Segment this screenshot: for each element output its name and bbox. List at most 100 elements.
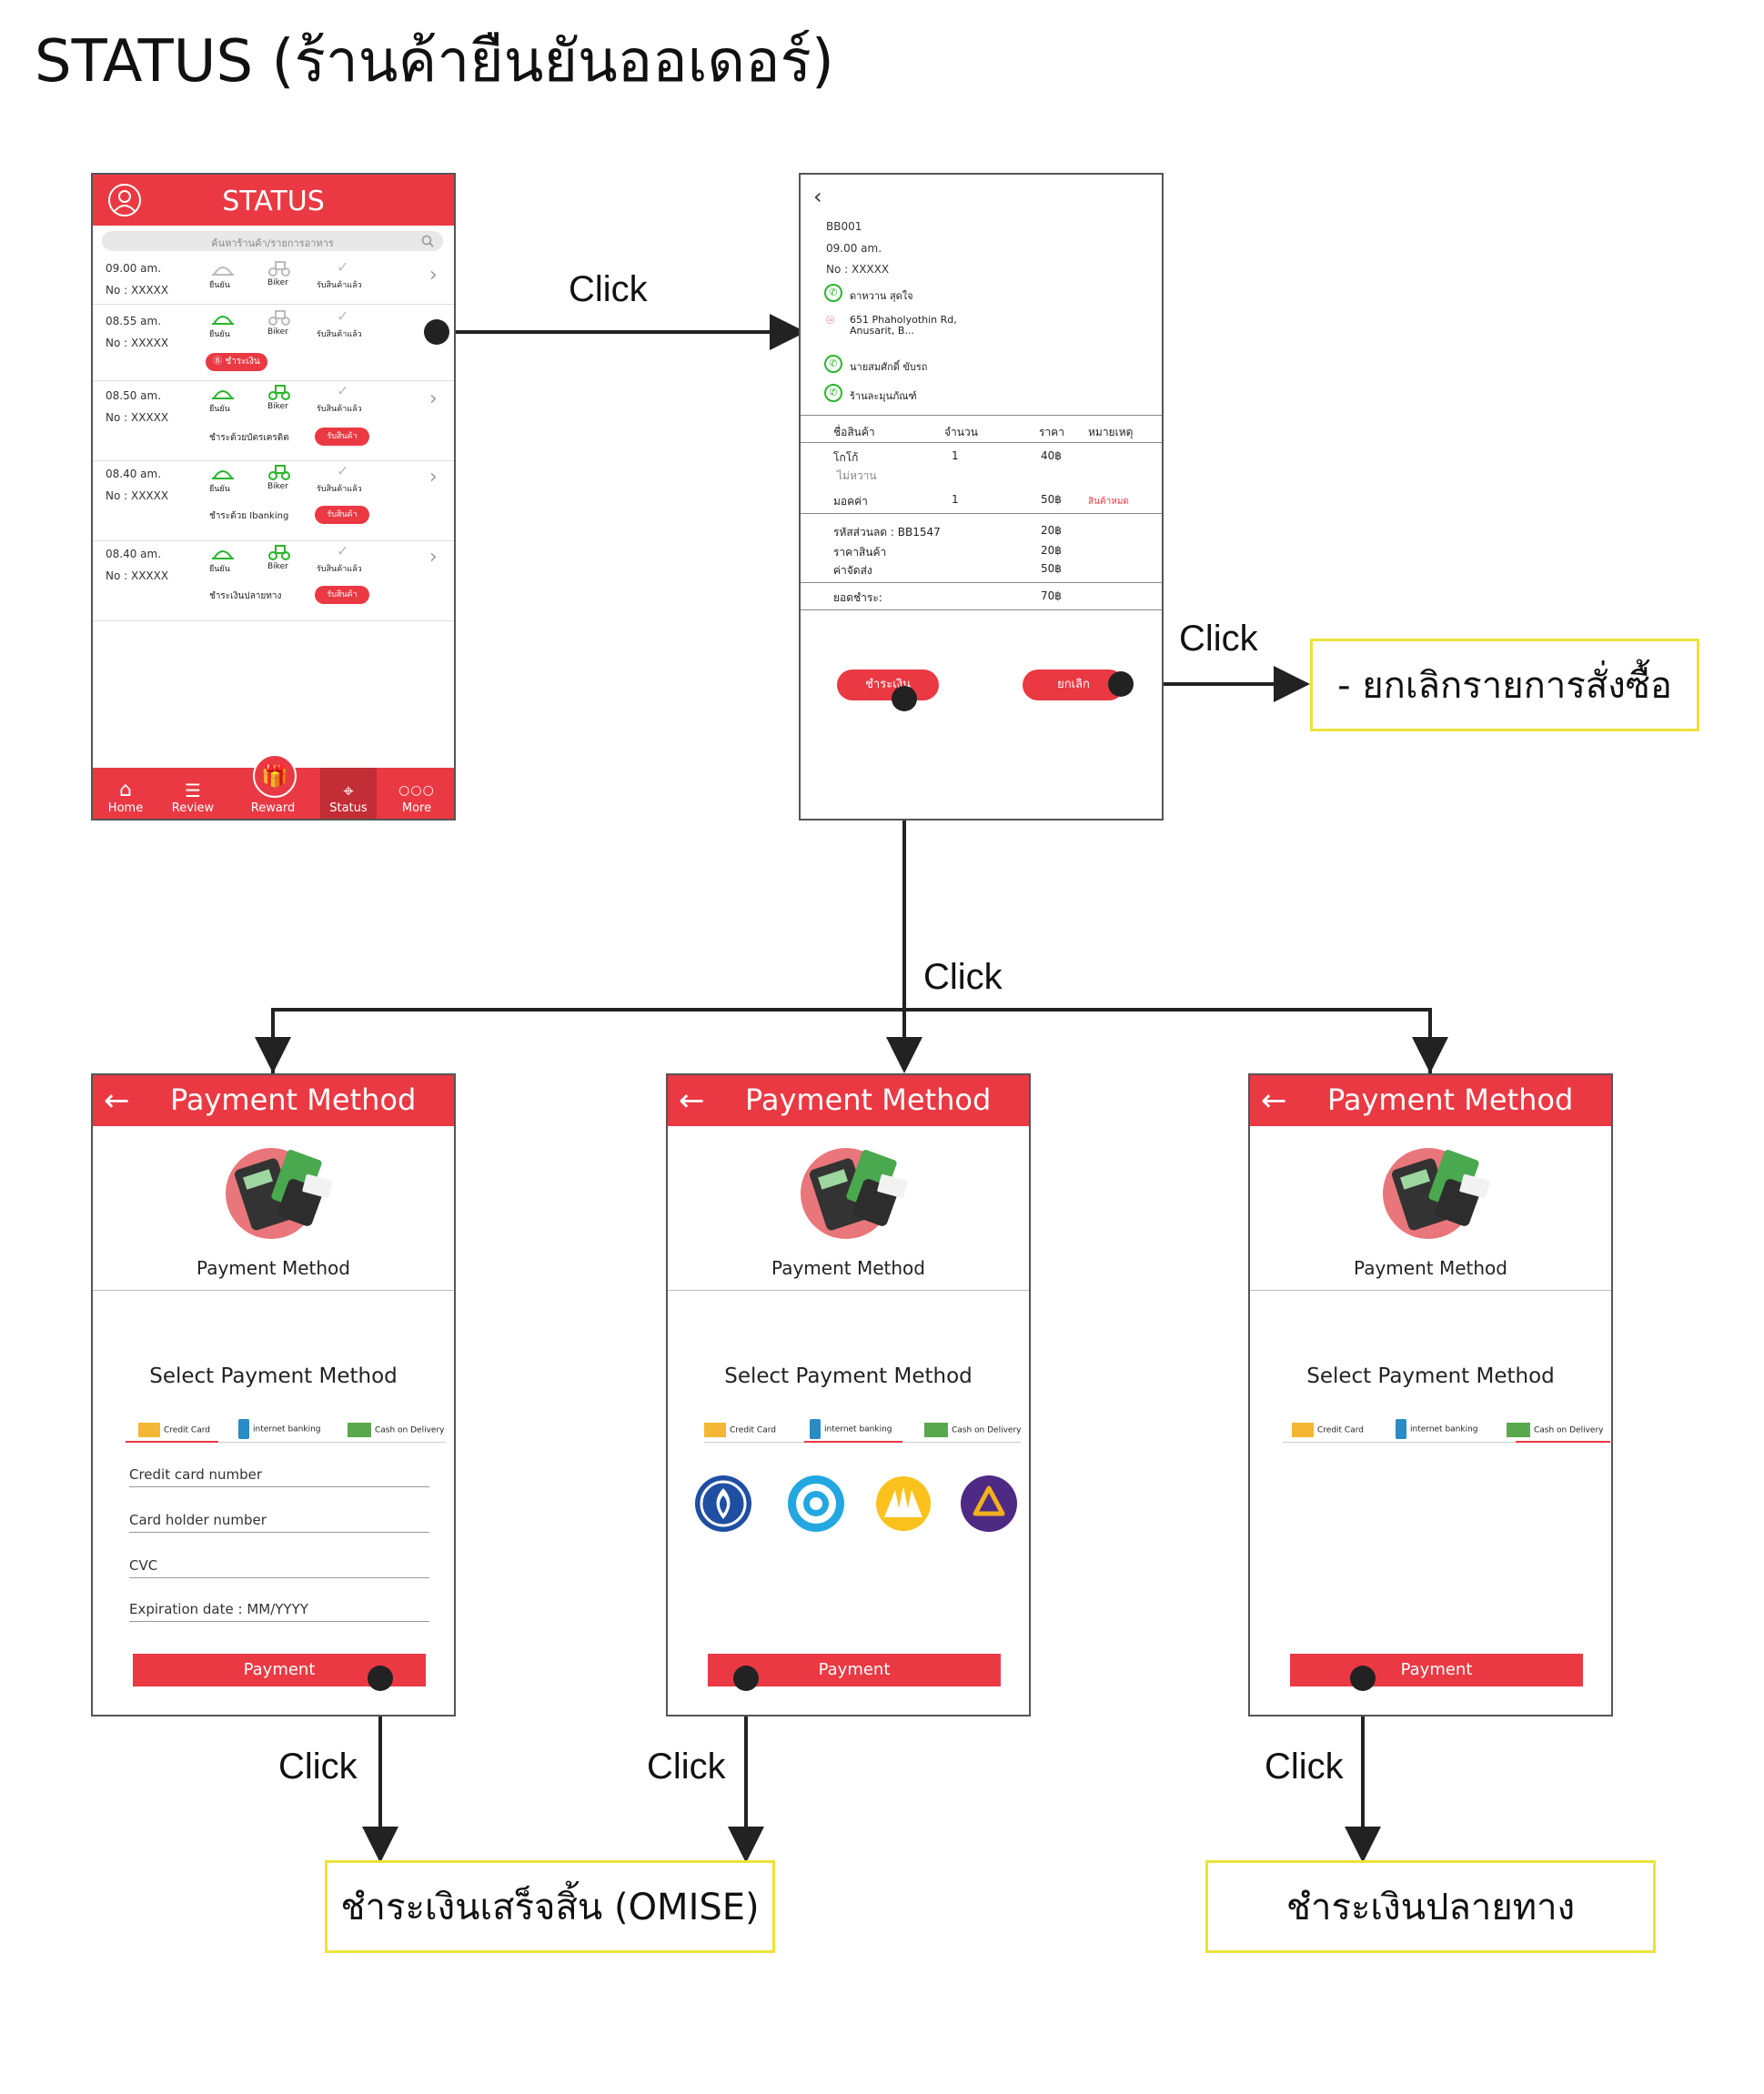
nav-review-label: Review [171, 801, 215, 815]
tab-active-indicator [1516, 1441, 1610, 1443]
search-icon [421, 235, 434, 247]
click-point [733, 1666, 759, 1691]
biker-icon [268, 385, 290, 400]
total-value: 70฿ [1041, 589, 1062, 602]
order-row[interactable]: 08.40 am. No : XXXXX ยืนยัน Biker ✓ รับส… [93, 462, 454, 540]
step-biker-label: Biker [267, 562, 288, 571]
col-header-qty: จำนวน [944, 426, 978, 438]
bangkok-bank-logo[interactable] [695, 1475, 751, 1532]
credit-card-number-field[interactable]: Credit card number [129, 1466, 429, 1487]
nav-more[interactable]: ○○○ More [389, 780, 444, 815]
discount-value: 20฿ [1041, 524, 1062, 537]
confirm-icon [212, 390, 234, 399]
back-arrow-icon[interactable]: ← [1261, 1082, 1287, 1119]
tab-internet-banking[interactable]: internet banking [238, 1419, 321, 1439]
cash-icon [924, 1423, 948, 1437]
cancel-button[interactable]: ยกเลิก [1023, 669, 1124, 700]
order-time: 08.40 am. [106, 548, 162, 560]
tab-cash-on-delivery[interactable]: Cash on Delivery [1507, 1423, 1603, 1437]
step-confirm-label: ยืนยัน [209, 405, 230, 414]
nav-more-label: More [401, 801, 432, 815]
payment-note: ชำระเงินปลายทาง [209, 591, 282, 601]
card-holder-field[interactable]: Card holder number [129, 1512, 429, 1533]
confirm-icon [212, 550, 234, 559]
expiration-date-field[interactable]: Expiration date : MM/YYYY [129, 1601, 429, 1622]
click-label: Click [923, 957, 1003, 997]
address-line: 651 Phaholyothin Rd, [850, 314, 957, 326]
tab-cash-on-delivery[interactable]: Cash on Delivery [924, 1423, 1021, 1437]
order-time: 09.00 am. [106, 262, 162, 275]
payment-screen-internet-banking: ← Payment Method Payment Method Select P… [666, 1073, 1031, 1716]
click-label: Click [1265, 1747, 1344, 1787]
item-qty: 1 [952, 449, 959, 462]
search-placeholder: ค้นหาร้านค้า/รายการอาหาร [211, 237, 334, 249]
bank-logo-icon [973, 1485, 1005, 1516]
confirm-icon [212, 316, 234, 325]
biker-icon [268, 465, 290, 480]
chevron-right-icon: › [429, 546, 438, 569]
click-point [1108, 671, 1134, 697]
arrow-branch [271, 1008, 1432, 1073]
krungsri-bank-logo[interactable] [875, 1475, 932, 1532]
nav-status[interactable]: ⌖ Status [321, 780, 376, 815]
item-name: มอคค่า [833, 495, 868, 508]
tab-credit-card[interactable]: Credit Card [704, 1423, 776, 1437]
tab-label: Credit Card [730, 1425, 776, 1435]
click-label: Click [278, 1747, 358, 1787]
order-row[interactable]: 08.40 am. No : XXXXX ยืนยัน Biker ✓ รับส… [93, 542, 454, 620]
tab-cash-on-delivery[interactable]: Cash on Delivery [348, 1423, 444, 1437]
bank-logo-icon [796, 1484, 836, 1524]
click-label: Click [569, 269, 648, 309]
gift-icon: 🎁 [253, 754, 297, 798]
back-arrow-icon[interactable]: ← [679, 1082, 705, 1119]
check-icon: ✓ [337, 382, 349, 399]
order-row[interactable]: 08.55 am. No : XXXXX ยืนยัน Biker ✓ รับส… [93, 306, 454, 380]
back-chevron-icon[interactable]: ‹ [813, 184, 822, 209]
payment-note: ชำระด้วย Ibanking [209, 511, 289, 521]
customer-name: ดาหวาน สุดใจ [850, 290, 913, 302]
search-bar[interactable]: ค้นหาร้านค้า/รายการอาหาร [102, 231, 443, 251]
order-number: No : XXXXX [106, 411, 169, 424]
nav-reward[interactable]: 🎁 Reward [246, 754, 300, 815]
order-time: 08.50 am. [106, 389, 162, 402]
pay-button[interactable]: Ⓑ ชำระเงิน [206, 353, 267, 371]
item-remark: สินค้าหมด [1088, 497, 1129, 507]
order-row[interactable]: 08.50 am. No : XXXXX ยืนยัน Biker ✓ รับส… [93, 382, 454, 460]
payment-button[interactable]: Payment [1290, 1654, 1583, 1686]
received-button[interactable]: รับสินค้า [315, 506, 369, 524]
scb-bank-logo[interactable] [961, 1475, 1017, 1532]
profile-icon[interactable] [107, 183, 142, 217]
order-number: No : XXXXX [106, 569, 169, 582]
received-button[interactable]: รับสินค้า [315, 586, 369, 604]
tab-credit-card[interactable]: Credit Card [1292, 1423, 1364, 1437]
nav-home[interactable]: ⌂ Home [98, 780, 153, 816]
tab-label: Cash on Delivery [952, 1425, 1022, 1435]
payment-subtitle: Payment Method [1354, 1257, 1507, 1279]
order-id: BB001 [826, 220, 862, 233]
received-button[interactable]: รับสินค้า [315, 428, 369, 446]
click-label: Click [1179, 619, 1258, 659]
phone-icon[interactable]: ✆ [824, 284, 842, 302]
phone-icon[interactable]: ✆ [824, 384, 842, 402]
click-point [424, 319, 449, 345]
step-biker-label: Biker [267, 482, 288, 491]
nav-review[interactable]: ☰ Review [166, 780, 220, 815]
nav-home-label: Home [107, 801, 144, 815]
bottom-nav: ⌂ Home ☰ Review 🎁 Reward ⌖ Status ○○○ Mo… [93, 754, 454, 819]
tab-internet-banking[interactable]: internet banking [1396, 1419, 1478, 1439]
order-row[interactable]: 09.00 am. No : XXXXX ยืนยัน Biker ✓ รับส… [93, 257, 454, 304]
tab-label: Cash on Delivery [1534, 1425, 1604, 1435]
tab-active-indicator [804, 1441, 902, 1443]
pay-button[interactable]: ชำระเงิน [837, 669, 939, 700]
phone-icon [1396, 1419, 1406, 1439]
phone-icon [238, 1419, 249, 1439]
credit-card-icon [704, 1423, 726, 1437]
back-arrow-icon[interactable]: ← [104, 1082, 130, 1119]
step-biker-label: Biker [267, 327, 288, 337]
payment-header: ← Payment Method [1250, 1075, 1611, 1126]
phone-icon[interactable]: ✆ [824, 355, 842, 373]
cvc-field[interactable]: CVC [129, 1557, 429, 1578]
krungthai-bank-logo[interactable] [788, 1475, 844, 1532]
tab-internet-banking[interactable]: internet banking [810, 1419, 892, 1439]
tab-credit-card[interactable]: Credit Card [138, 1423, 210, 1437]
